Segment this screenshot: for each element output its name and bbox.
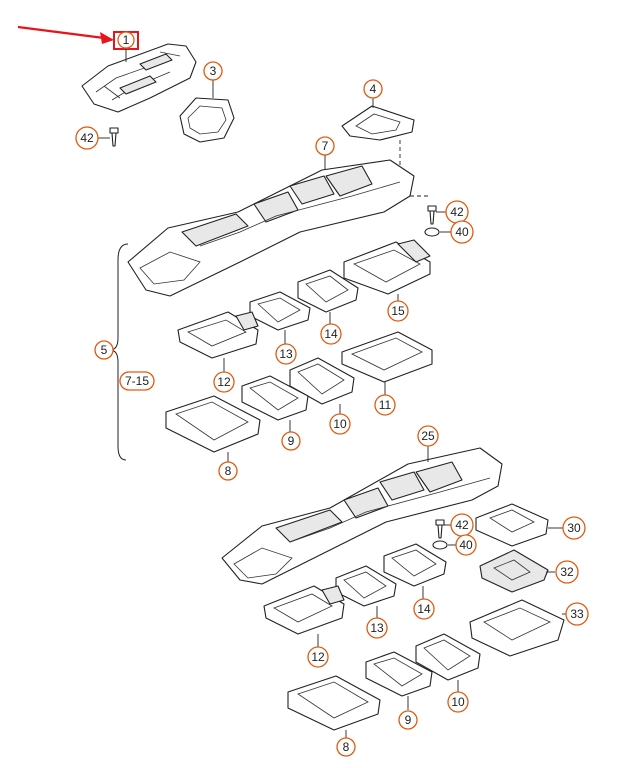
svg-text:15: 15 [391,304,405,318]
part-10-module-b[interactable] [415,633,481,692]
callout-1[interactable]: 1 [117,31,135,49]
svg-text:32: 32 [560,565,574,579]
svg-text:11: 11 [379,398,392,412]
svg-text:42: 42 [455,518,469,532]
part-14-module-b[interactable] [383,543,447,600]
callout-12-a[interactable]: 12 [213,371,235,393]
svg-text:1: 1 [123,33,130,47]
callouts: 1 3 4 42 7 42 40 5 7-15 15 14 13 12 11 1… [75,31,589,757]
callout-13-b[interactable]: 13 [366,617,388,639]
part-42-screw-c[interactable] [435,519,451,539]
svg-text:8: 8 [343,740,350,754]
callout-15[interactable]: 15 [387,300,409,322]
part-42-screw-b[interactable] [410,195,446,225]
part-33-tray[interactable] [469,599,567,657]
svg-text:25: 25 [421,429,435,443]
callout-40-b[interactable]: 40 [455,534,477,556]
callout-8-a[interactable]: 8 [218,461,238,481]
svg-text:13: 13 [370,621,384,635]
svg-text:12: 12 [217,375,231,389]
svg-text:40: 40 [459,538,473,552]
svg-text:8: 8 [225,464,232,478]
svg-text:14: 14 [324,327,338,341]
part-12-module-b[interactable] [263,585,345,647]
callout-7-15[interactable]: 7-15 [119,371,155,391]
callout-14-a[interactable]: 14 [320,323,342,345]
svg-text:5: 5 [101,343,108,357]
svg-text:42: 42 [80,131,94,145]
svg-text:3: 3 [210,64,217,78]
part-8-module-b[interactable] [287,675,381,738]
callout-42-a[interactable]: 42 [75,126,99,150]
svg-text:12: 12 [311,650,325,664]
part-13-module-b[interactable] [335,565,397,618]
callout-9-a[interactable]: 9 [281,431,301,451]
callout-32[interactable]: 32 [555,560,579,584]
svg-text:40: 40 [455,225,469,239]
svg-text:10: 10 [333,417,347,431]
callout-5[interactable]: 5 [94,340,114,360]
part-14-module-a[interactable] [297,269,359,325]
part-40-washer-b[interactable] [432,540,456,550]
callout-12-b[interactable]: 12 [307,646,329,668]
part-8-module-a[interactable] [165,395,261,462]
svg-text:30: 30 [567,521,581,535]
part-9-module-b[interactable] [365,651,433,710]
part-40-washer-a[interactable] [424,227,451,237]
svg-text:42: 42 [450,205,464,219]
svg-text:10: 10 [451,695,465,709]
part-12-module-a[interactable] [177,311,259,373]
callout-25[interactable]: 25 [417,425,439,447]
svg-text:14: 14 [417,602,431,616]
callout-11[interactable]: 11 [374,394,396,416]
part-11-module[interactable] [341,331,433,396]
part-9-module-a[interactable] [241,375,309,432]
part-4-bracket[interactable] [341,97,415,172]
red-arrow-line [17,25,105,40]
part-32-circuit-board[interactable] [479,549,555,593]
callout-42-c[interactable]: 42 [450,513,474,537]
svg-text:9: 9 [288,434,295,448]
callout-42-b[interactable]: 42 [445,200,469,224]
part-3-frame[interactable] [179,80,235,143]
part-7-upper-console-frame[interactable] [127,155,415,297]
callout-10-b[interactable]: 10 [447,691,469,713]
callout-7[interactable]: 7 [315,136,335,156]
part-42-screw-a[interactable] [98,127,119,147]
callout-14-b[interactable]: 14 [413,598,435,620]
svg-text:7-15: 7-15 [125,374,149,388]
callout-8-b[interactable]: 8 [336,737,356,757]
svg-text:13: 13 [279,347,293,361]
part-15-switch-module[interactable] [343,239,431,302]
callout-10-a[interactable]: 10 [329,413,351,435]
svg-text:33: 33 [570,607,584,621]
part-1-console-housing[interactable] [81,43,197,113]
callout-30[interactable]: 30 [562,516,586,540]
callout-4[interactable]: 4 [363,79,383,99]
part-25-lower-console-frame[interactable] [221,445,503,585]
part-30-cover[interactable] [475,503,563,547]
callout-13-a[interactable]: 13 [275,343,297,365]
red-arrow-head [100,32,114,44]
svg-text:4: 4 [370,82,377,96]
callout-40-a[interactable]: 40 [450,220,474,244]
callout-9-b[interactable]: 9 [398,710,418,730]
svg-text:9: 9 [405,713,412,727]
callout-3[interactable]: 3 [203,61,223,81]
svg-text:7: 7 [322,139,329,153]
callout-33[interactable]: 33 [565,602,589,626]
